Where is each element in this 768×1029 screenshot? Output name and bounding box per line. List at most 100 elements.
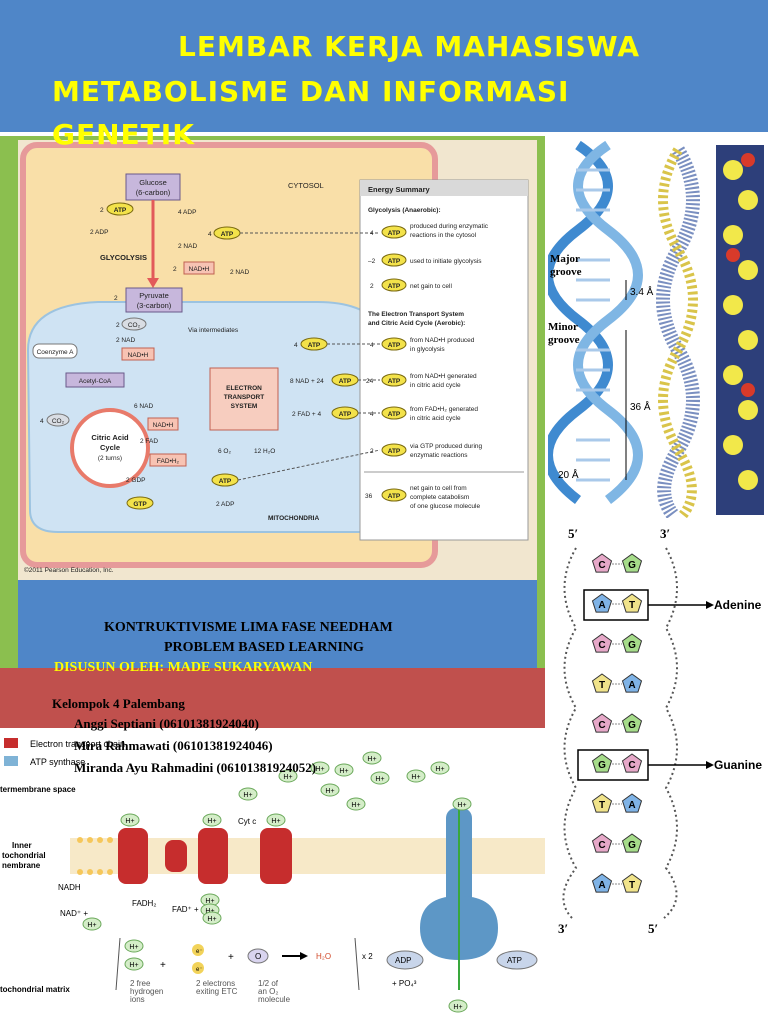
svg-text:6 O₂: 6 O₂ <box>218 448 231 455</box>
svg-text:Coenzyme A: Coenzyme A <box>37 349 75 356</box>
svg-text:The Electron Transport System: The Electron Transport System <box>368 311 464 318</box>
svg-text:ATP: ATP <box>221 231 234 238</box>
base-label: T <box>599 800 605 811</box>
group-title: Kelompok 4 Palembang <box>52 696 185 711</box>
base-G <box>591 753 613 773</box>
svg-text:4: 4 <box>370 342 374 349</box>
svg-text:ATP: ATP <box>388 411 401 418</box>
svg-text:8 NAD + 24: 8 NAD + 24 <box>290 378 324 385</box>
svg-text:NAD⁺ +: NAD⁺ + <box>60 909 88 918</box>
svg-text:2: 2 <box>100 207 104 214</box>
svg-text:4: 4 <box>40 418 44 425</box>
svg-text:CO₂: CO₂ <box>128 322 141 329</box>
hydrogen-ion <box>124 957 144 971</box>
glucose-label: Glucose <box>139 178 167 187</box>
title-line-3: GENETIK <box>52 118 195 151</box>
svg-text:4: 4 <box>294 342 298 349</box>
svg-text:36: 36 <box>365 493 373 500</box>
hydrogen-ion-label: H+ <box>243 792 252 799</box>
base-label: T <box>629 600 635 611</box>
svg-text:ATP: ATP <box>308 342 321 349</box>
base-label: G <box>628 840 636 851</box>
svg-text:4 ADP: 4 ADP <box>178 209 196 216</box>
author-line: DISUSUN OLEH: MADE SUKARYAWAN <box>54 660 313 675</box>
svg-text:O: O <box>255 952 261 961</box>
base-label: A <box>628 680 635 691</box>
hydrogen-ion <box>266 813 286 827</box>
svg-text:2 FAD: 2 FAD <box>140 438 158 445</box>
svg-text:Guanine: Guanine <box>714 758 762 772</box>
svg-text:5′: 5′ <box>648 921 658 936</box>
member-list: Anggi Septiani (06101381924040) Mira Rah… <box>52 716 372 782</box>
subtitle-band: KONTRUKTIVISME LIMA FASE NEEDHAM PROBLEM… <box>18 580 537 675</box>
svg-text:Minor: Minor <box>548 321 578 333</box>
svg-text:ions: ions <box>130 995 145 1004</box>
hydrogen-ion <box>310 761 330 775</box>
svg-text:Cyt c: Cyt c <box>238 817 256 826</box>
svg-text:Cycle: Cycle <box>100 443 120 452</box>
svg-text:and Citric Acid Cycle (Aerobic: and Citric Acid Cycle (Aerobic): <box>368 320 465 327</box>
hydrogen-ion-label: H+ <box>351 802 360 809</box>
svg-text:ATP: ATP <box>388 493 401 500</box>
svg-text:+ PO₄³: + PO₄³ <box>392 979 417 988</box>
hydrogen-ion-label: H+ <box>325 788 334 795</box>
base-label: T <box>629 880 635 891</box>
base-T <box>621 593 643 613</box>
svg-text:produced during enzymatic: produced during enzymatic <box>410 223 489 230</box>
title-line-1: LEMBAR KERJA MAHASISWA <box>178 30 641 63</box>
base-G <box>621 553 643 573</box>
hydrogen-ion <box>362 751 382 765</box>
svg-text:GTP: GTP <box>133 501 147 508</box>
svg-text:2: 2 <box>114 295 118 302</box>
svg-text:from FAD•H₂ generated: from FAD•H₂ generated <box>410 406 478 413</box>
base-label: C <box>598 560 605 571</box>
svg-text:reactions in the cytosol: reactions in the cytosol <box>410 232 477 239</box>
svg-text:4: 4 <box>370 411 374 418</box>
svg-text:3.4 Å: 3.4 Å <box>630 285 654 298</box>
hydrogen-ion <box>202 813 222 827</box>
svg-text:Adenine: Adenine <box>714 598 762 612</box>
svg-text:of one glucose molecule: of one glucose molecule <box>410 503 480 510</box>
svg-text:FADH₂: FADH₂ <box>132 899 156 908</box>
dna-helix-models: Major groove Minor groove 3.4 Å 36 Å 20 … <box>543 140 768 520</box>
svg-text:used to initiate glycolysis: used to initiate glycolysis <box>410 258 482 265</box>
svg-text:from NAD•H generated: from NAD•H generated <box>410 373 477 380</box>
base-C <box>591 633 613 653</box>
svg-text:2: 2 <box>370 283 374 290</box>
base-G <box>621 833 643 853</box>
base-label: C <box>628 760 635 771</box>
hydrogen-ion <box>448 999 468 1013</box>
svg-text:H₂O: H₂O <box>316 952 331 961</box>
svg-text:2 electrons: 2 electrons <box>196 979 235 988</box>
svg-text:NADH: NADH <box>58 883 81 892</box>
base-label: A <box>628 800 635 811</box>
base-label: G <box>628 560 636 571</box>
svg-text:24: 24 <box>366 378 374 385</box>
hydrogen-ion-label: H+ <box>435 766 444 773</box>
base-A <box>621 673 643 693</box>
hydrogen-ion <box>334 763 354 777</box>
svg-text:2 GDP: 2 GDP <box>126 477 146 484</box>
svg-text:termembrane space: termembrane space <box>0 785 76 794</box>
glycolysis-label: GLYCOLYSIS <box>100 253 147 262</box>
base-T <box>591 793 613 813</box>
base-G <box>621 713 643 733</box>
svg-text:net gain to cell from: net gain to cell from <box>410 485 467 492</box>
svg-text:via GTP produced during: via GTP produced during <box>410 443 483 450</box>
svg-text:in citric acid cycle: in citric acid cycle <box>410 415 461 422</box>
svg-text:ADP: ADP <box>395 956 411 965</box>
svg-text:groove: groove <box>548 334 580 346</box>
hydrogen-ion <box>406 769 426 783</box>
svg-text:exiting ETC: exiting ETC <box>196 987 238 996</box>
svg-text:groove: groove <box>550 266 582 278</box>
base-A <box>591 593 613 613</box>
hydrogen-ion <box>238 787 258 801</box>
svg-text:(3-carbon): (3-carbon) <box>137 301 172 310</box>
svg-text:Via intermediates: Via intermediates <box>188 327 239 334</box>
svg-text:NAD•H: NAD•H <box>189 266 210 273</box>
svg-text:ATP: ATP <box>507 956 522 965</box>
hydrogen-ion-label: H+ <box>207 916 216 923</box>
svg-text:2: 2 <box>116 322 120 329</box>
svg-text:6 NAD: 6 NAD <box>134 403 153 410</box>
